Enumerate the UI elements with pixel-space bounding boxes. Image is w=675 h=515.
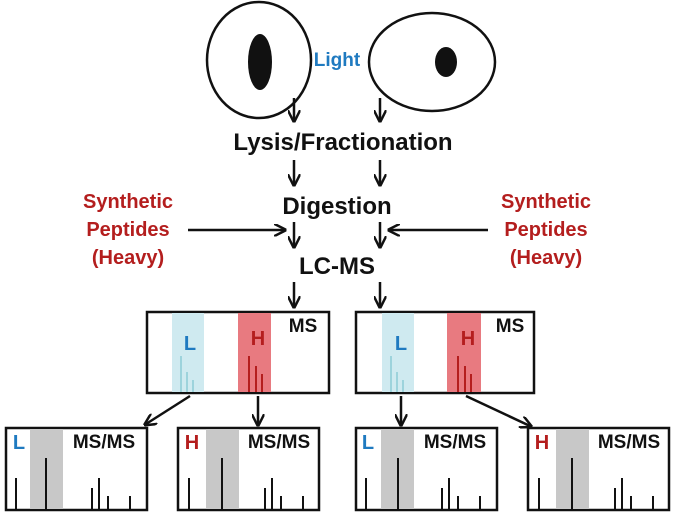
svg-text:(Heavy): (Heavy) [510, 247, 582, 269]
svg-text:MS/MS: MS/MS [598, 432, 660, 453]
msms-panel-heavy-right: H MS/MS [526, 426, 671, 512]
svg-text:Peptides: Peptides [86, 219, 169, 241]
right-eye [367, 11, 497, 113]
left-eye [205, 0, 313, 120]
svg-text:H: H [461, 328, 475, 350]
svg-text:H: H [535, 432, 549, 454]
step-digestion: Digestion [282, 193, 391, 220]
svg-text:(Heavy): (Heavy) [92, 247, 164, 269]
svg-text:MS: MS [496, 316, 525, 337]
svg-text:MS: MS [289, 316, 318, 337]
msms-panel-heavy-left: H MS/MS [176, 426, 321, 512]
svg-text:MS/MS: MS/MS [73, 432, 135, 453]
light-label: Light [314, 50, 361, 71]
step-lysis-fractionation: Lysis/Fractionation [233, 129, 452, 156]
svg-text:L: L [362, 432, 374, 454]
svg-text:L: L [13, 432, 25, 454]
svg-text:H: H [185, 432, 199, 454]
flow-arrows [188, 98, 488, 306]
svg-text:MS/MS: MS/MS [248, 432, 310, 453]
ms-panel-right: L H MS [354, 310, 536, 395]
msms-panel-light-left: L MS/MS [4, 426, 149, 512]
msms-panel-light-right: L MS/MS [354, 426, 499, 512]
svg-text:L: L [395, 333, 407, 355]
synthetic-peptides-left: Synthetic Peptides (Heavy) [83, 191, 173, 269]
step-lc-ms: LC-MS [299, 253, 375, 280]
svg-text:MS/MS: MS/MS [424, 432, 486, 453]
svg-text:Peptides: Peptides [504, 219, 587, 241]
ms-panel-left: L H MS [145, 310, 331, 395]
svg-text:Synthetic: Synthetic [83, 191, 173, 213]
svg-text:Synthetic: Synthetic [501, 191, 591, 213]
svg-text:H: H [251, 328, 265, 350]
svg-text:L: L [184, 333, 196, 355]
msms-arrows [146, 394, 530, 426]
synthetic-peptides-right: Synthetic Peptides (Heavy) [501, 191, 591, 269]
